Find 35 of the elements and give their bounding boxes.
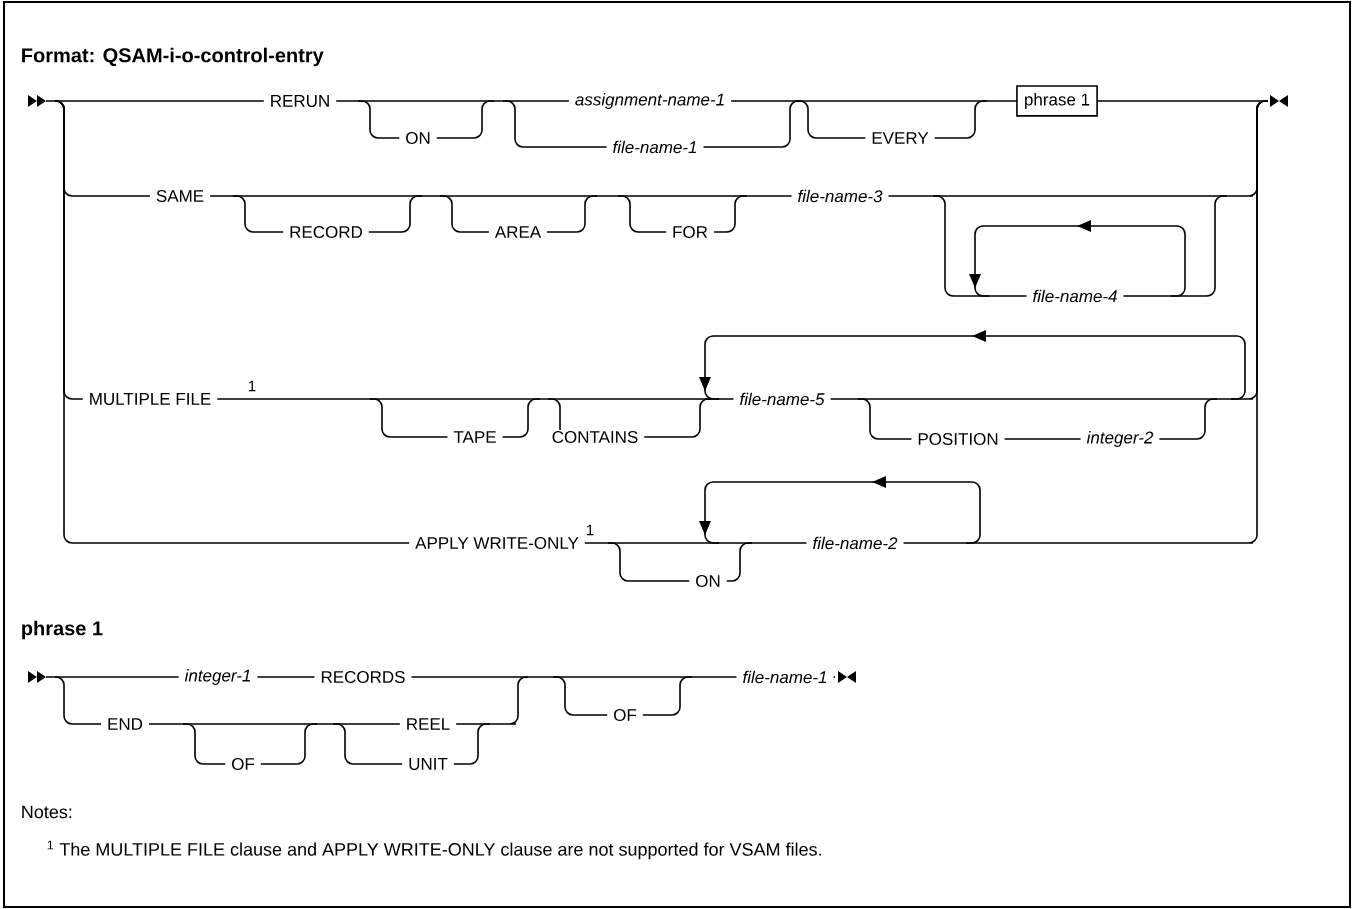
keyword: MULTIPLE FILE bbox=[82, 392, 218, 406]
keyword: CONTAINS bbox=[545, 430, 645, 444]
variable-name: assignment-name-1 bbox=[568, 92, 732, 110]
keyword: RECORD bbox=[283, 225, 369, 239]
keyword: OF bbox=[607, 708, 643, 722]
variable-name: file-name-3 bbox=[791, 188, 889, 204]
keyword: POSITION bbox=[911, 432, 1005, 446]
keyword: TAPE bbox=[447, 430, 503, 444]
keyword: RERUN bbox=[263, 94, 337, 108]
reference-box: phrase 1 bbox=[1016, 85, 1098, 117]
keyword: AREA bbox=[488, 225, 548, 239]
keyword: SAME bbox=[149, 189, 211, 203]
variable-name: file-name-2 bbox=[806, 535, 904, 551]
footnote-marker: 1 bbox=[249, 380, 256, 392]
notes-heading: Notes: bbox=[22, 805, 72, 819]
variable-name: integer-1 bbox=[178, 668, 258, 686]
keyword: FOR bbox=[666, 225, 714, 239]
keyword: END bbox=[101, 717, 149, 731]
keyword: OF bbox=[225, 757, 261, 771]
footnote-marker: 1 bbox=[587, 524, 594, 536]
variable-name: file-name-1 bbox=[736, 669, 834, 685]
footnote-text: $^{1}$ The MULTIPLE FILE clause and APPLY WRITE-ONLY clause are not supported for VSAM files. bbox=[47, 840, 821, 860]
keyword: UNIT bbox=[402, 757, 454, 771]
keyword: RECORDS bbox=[314, 670, 412, 684]
variable-name: integer-2 bbox=[1080, 430, 1160, 448]
keyword: APPLY WRITE-ONLY bbox=[409, 536, 585, 550]
keyword: ON bbox=[399, 131, 437, 145]
title: Format: QSAM-i-o-control-entry bbox=[22, 47, 324, 67]
variable-name: file-name-5 bbox=[733, 391, 831, 407]
keyword: ON bbox=[689, 574, 727, 588]
section-heading: phrase 1 bbox=[22, 620, 103, 640]
variable-name: file-name-4 bbox=[1026, 288, 1124, 304]
keyword: REEL bbox=[399, 717, 457, 731]
keyword: EVERY bbox=[865, 131, 935, 145]
variable-name: file-name-1 bbox=[606, 139, 704, 155]
